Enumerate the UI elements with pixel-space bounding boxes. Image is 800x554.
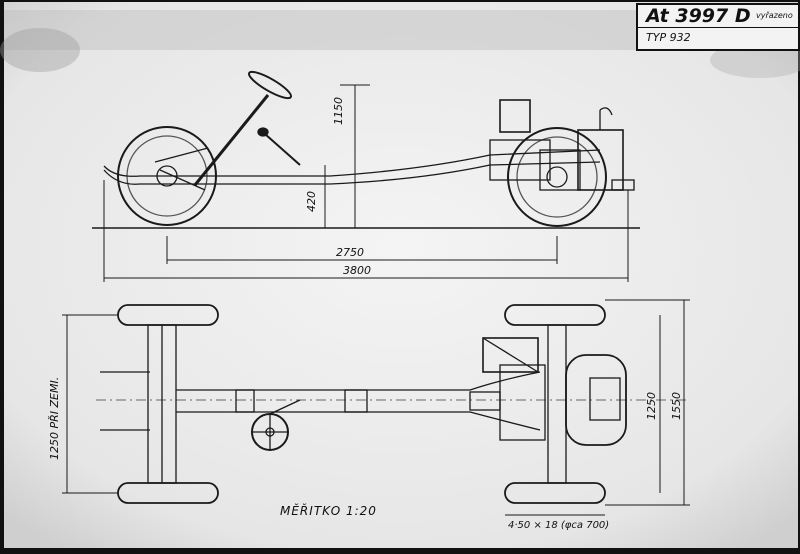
- rear-wheel: [507, 127, 607, 227]
- side-view: [92, 70, 640, 282]
- paper-background: [4, 2, 798, 548]
- steering-wheel-side: [248, 70, 292, 100]
- title-note: vyřazeno: [756, 11, 793, 20]
- rear-track-dimension: 1250: [645, 392, 658, 420]
- wheelbase-dimension: 2750: [336, 246, 364, 259]
- frame-height-dimension: 420: [305, 191, 318, 212]
- tire-size-dimension: 4·50 × 18 (φca 700): [508, 520, 610, 531]
- title-block: At 3997 D vyřazeno TYP 932: [636, 3, 800, 51]
- drawing-number: At 3997 D: [646, 5, 751, 27]
- type-label: TYP 932: [646, 31, 691, 44]
- rear-width-dimension: 1550: [670, 392, 683, 420]
- overall-length-dimension: 3800: [343, 264, 371, 277]
- height-dimension: 1150: [332, 97, 345, 125]
- top-view: [62, 299, 690, 516]
- front-track-dimension: 1250 PŘI ZEMI.: [48, 376, 61, 460]
- scale-label: MĚŘITKO 1:20: [280, 504, 377, 518]
